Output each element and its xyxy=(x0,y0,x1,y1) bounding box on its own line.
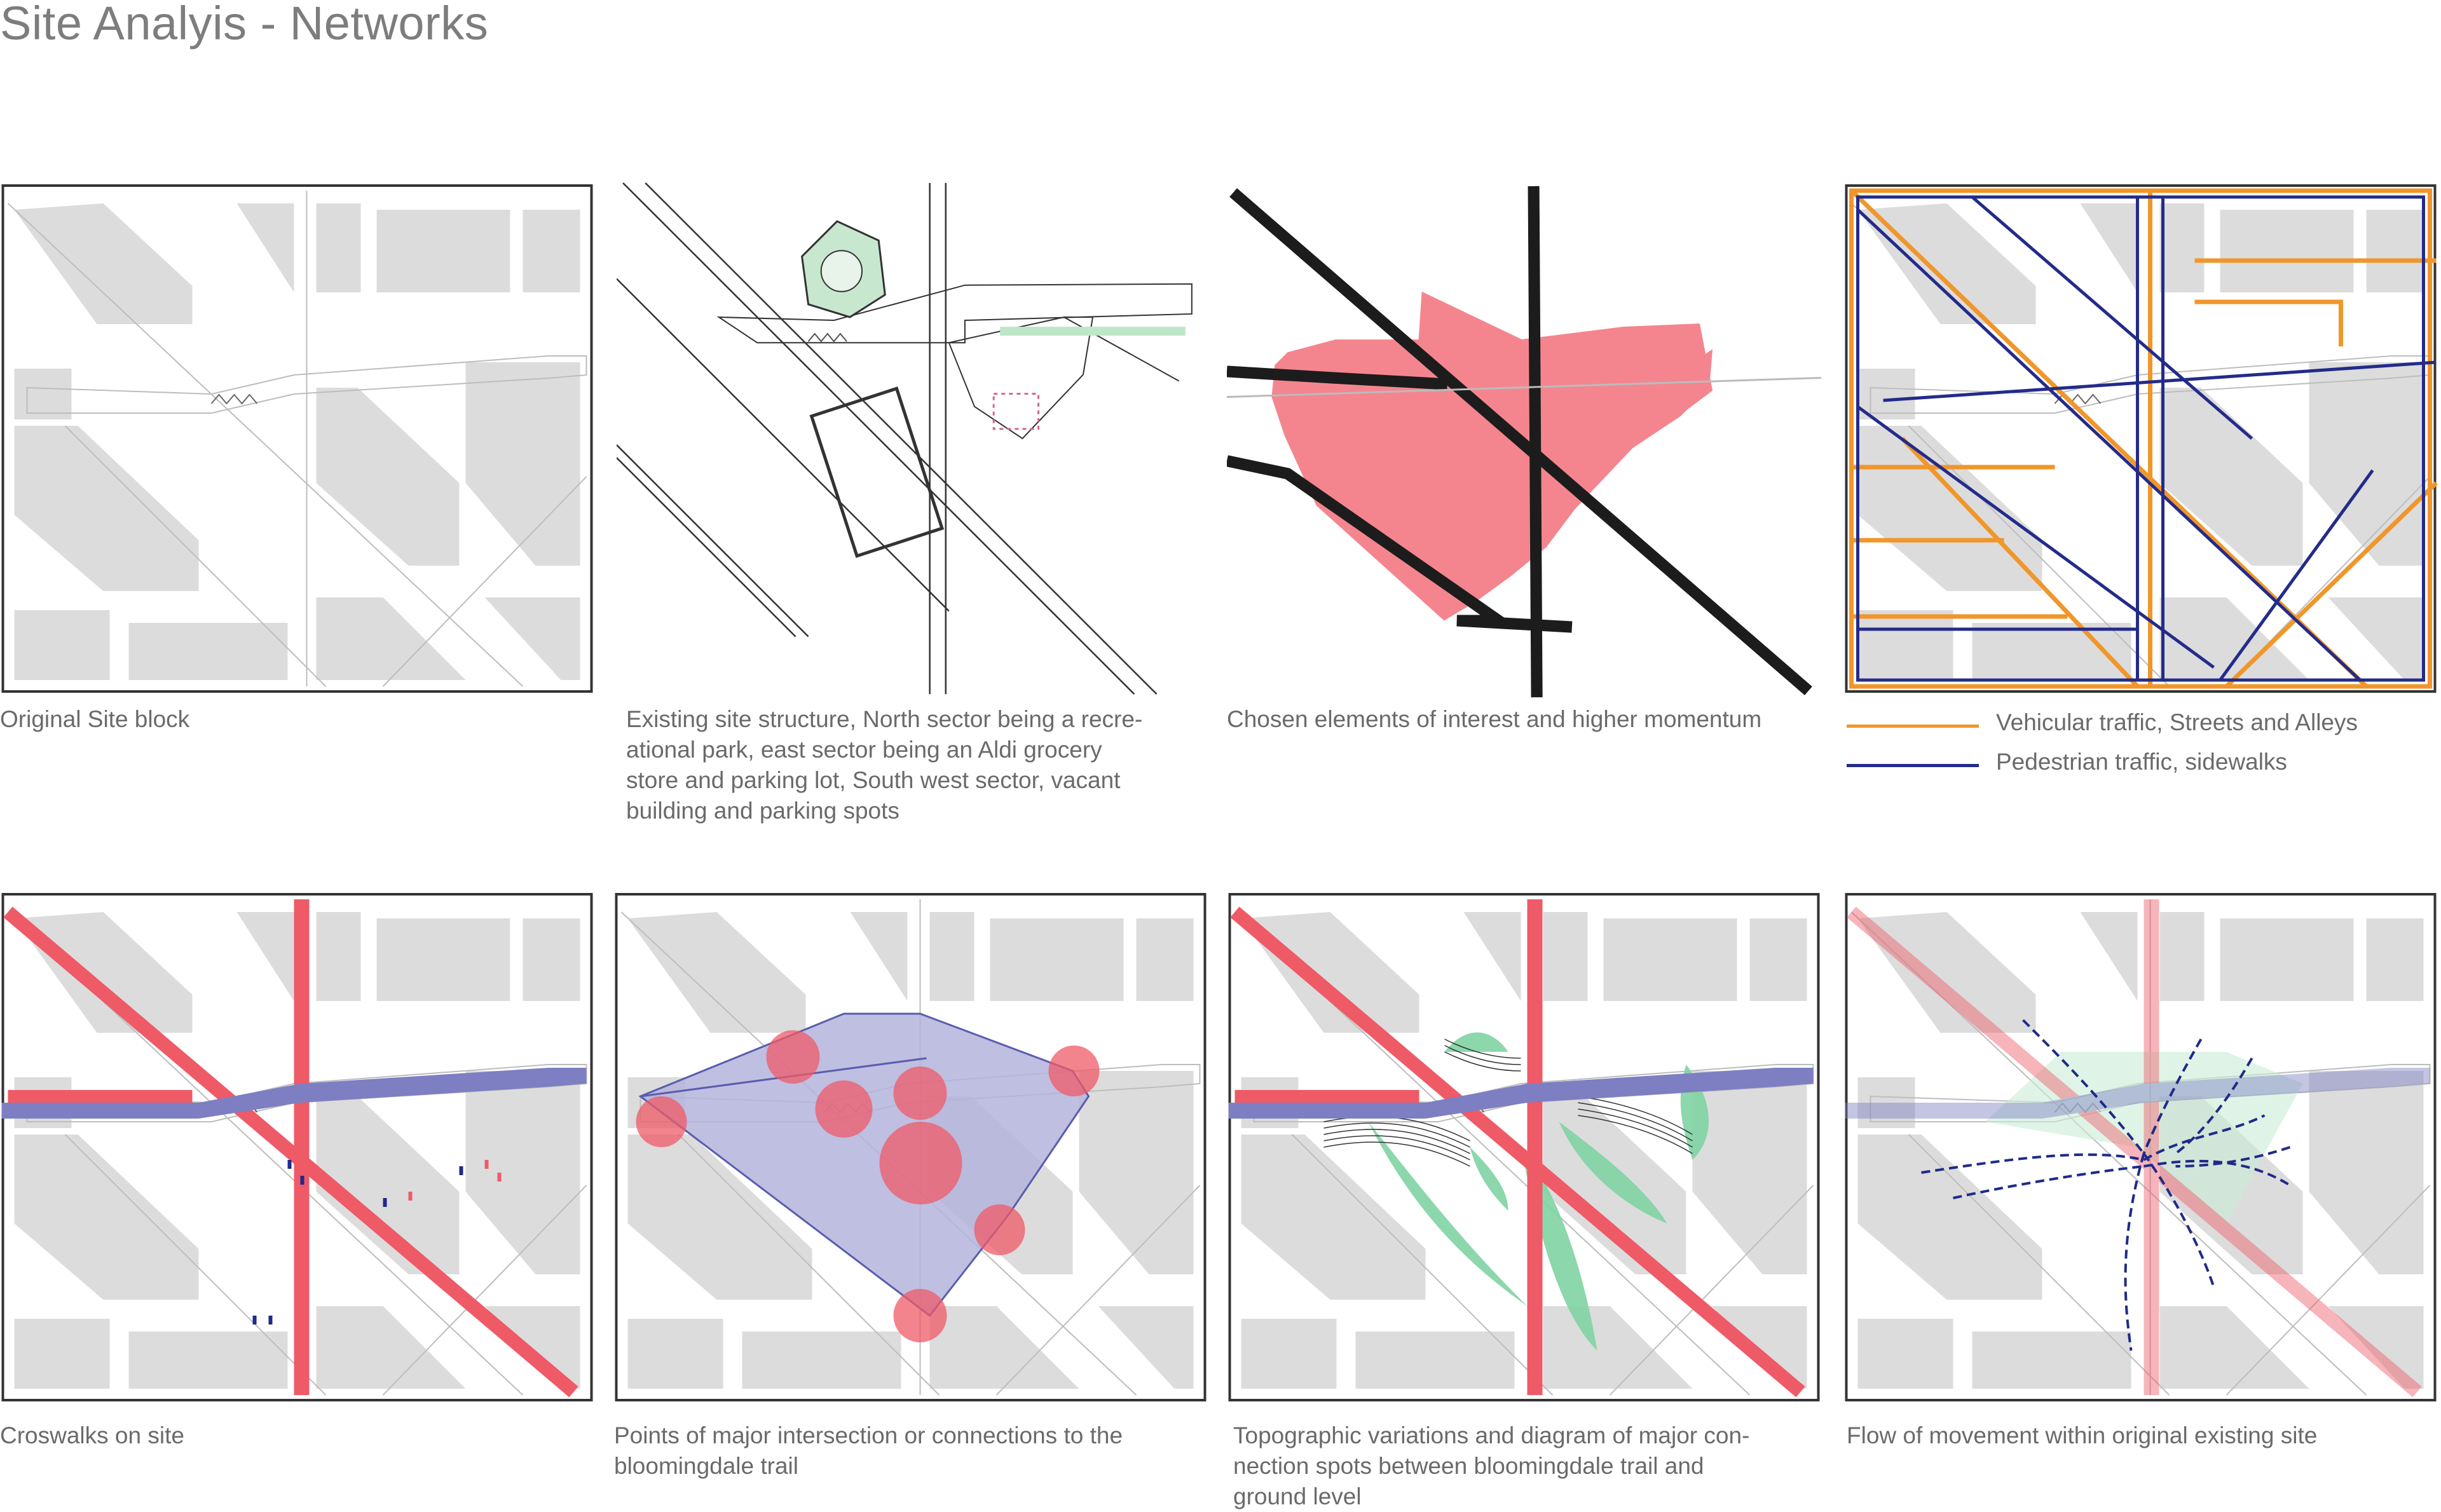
caption-topographic: Topographic variations and diagram of ma… xyxy=(1233,1422,1750,1509)
panel-crosswalks xyxy=(1,893,593,1401)
caption-original-site: Original Site block xyxy=(0,706,190,732)
panel-flow-of-movement xyxy=(1845,893,2437,1401)
caption-elements-of-interest: Chosen elements of interest and higher m… xyxy=(1227,706,1762,732)
panel-intersections xyxy=(615,893,1207,1401)
caption-intersections: Points of major intersection or connecti… xyxy=(614,1422,1123,1479)
caption-flow-of-movement: Flow of movement within original existin… xyxy=(1847,1422,2318,1448)
panel-site-structure xyxy=(617,182,1193,695)
legend-label-pedestrian: Pedestrian traffic, sidewalks xyxy=(1996,749,2287,775)
panel-topographic xyxy=(1228,893,1820,1401)
panel-traffic-networks xyxy=(1845,184,2438,693)
pedestrian-line-swatch xyxy=(1847,764,1979,767)
caption-site-structure: Existing site structure, North sector be… xyxy=(626,706,1143,824)
panel-original-site xyxy=(1,184,593,693)
vehicular-line-swatch xyxy=(1847,725,1979,728)
legend-label-vehicular: Vehicular traffic, Streets and Alleys xyxy=(1996,709,2358,735)
panel-elements-of-interest xyxy=(1227,186,1821,698)
caption-crosswalks: Croswalks on site xyxy=(0,1422,184,1448)
page-title: Site Analyis - Networks xyxy=(0,0,489,50)
